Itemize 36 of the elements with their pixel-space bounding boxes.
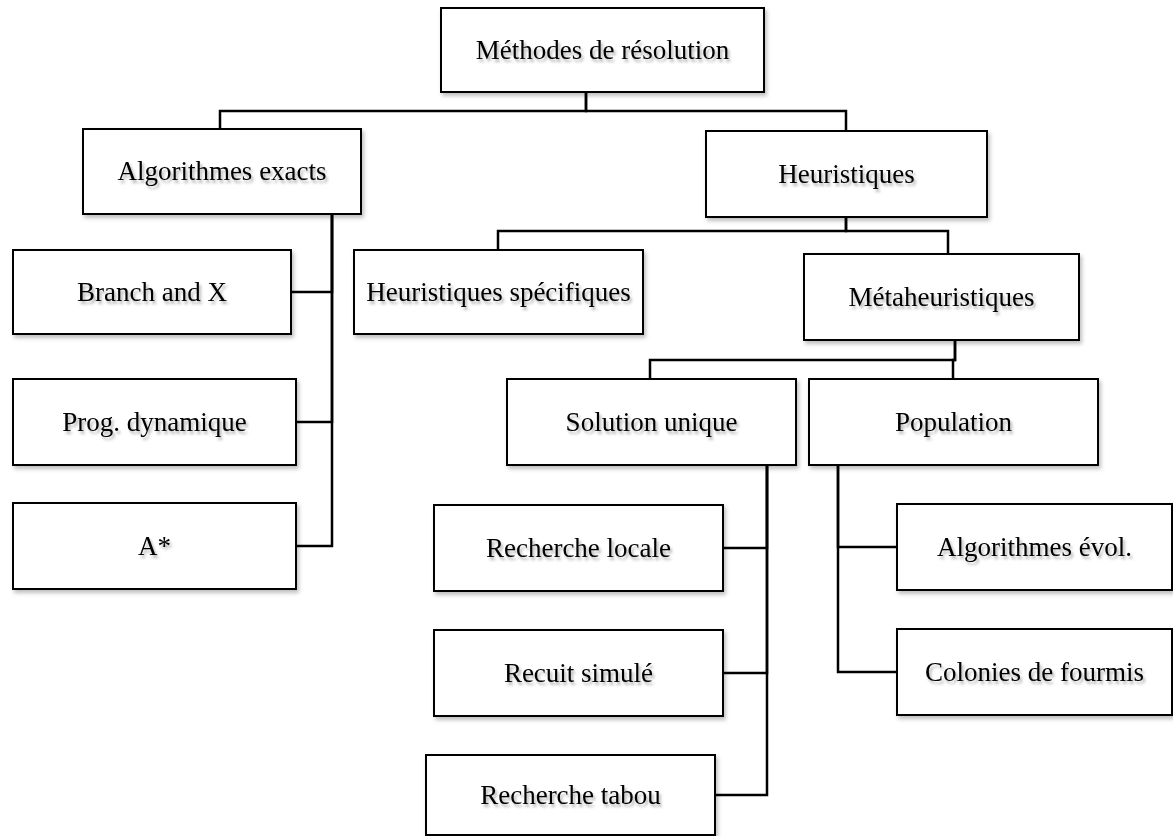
box-label: Métaheuristiques (848, 280, 1035, 314)
box-label: A* (138, 529, 171, 563)
category-box (353, 249, 644, 335)
category-box (440, 7, 765, 93)
box-label: Branch and X (77, 275, 227, 309)
connector-line (951, 341, 957, 378)
connector-line (297, 215, 334, 548)
category-box (425, 754, 716, 836)
connector-line (844, 218, 950, 253)
box-label: Heuristiques (778, 157, 915, 191)
box-label: Heuristiques spécifiques (366, 275, 631, 309)
box-label: Population (895, 405, 1012, 439)
box-label: Recuit simulé (503, 656, 654, 690)
category-box (705, 130, 988, 218)
connector-line (584, 93, 848, 130)
category-box (506, 378, 797, 466)
category-box (12, 502, 297, 590)
box-label: Solution unique (565, 405, 738, 439)
box-label: Méthodes de résolution (475, 33, 730, 67)
category-box (896, 628, 1173, 716)
category-box (433, 504, 724, 592)
category-box (896, 503, 1173, 591)
box-label: Colonies de fourmis (925, 655, 1144, 689)
category-box (12, 378, 297, 466)
box-label: Prog. dynamique (62, 405, 247, 439)
box-label: Algorithmes exacts (117, 155, 327, 188)
category-box (82, 128, 362, 215)
box-label: Algorithmes évol. (937, 530, 1132, 564)
category-box (808, 378, 1099, 466)
box-label: Recherche locale (485, 531, 672, 565)
connector-line (836, 466, 896, 674)
connector-line (716, 466, 769, 797)
category-box (803, 253, 1080, 341)
category-box (12, 249, 292, 335)
category-box (433, 629, 724, 717)
box-label: Recherche tabou (480, 778, 661, 812)
